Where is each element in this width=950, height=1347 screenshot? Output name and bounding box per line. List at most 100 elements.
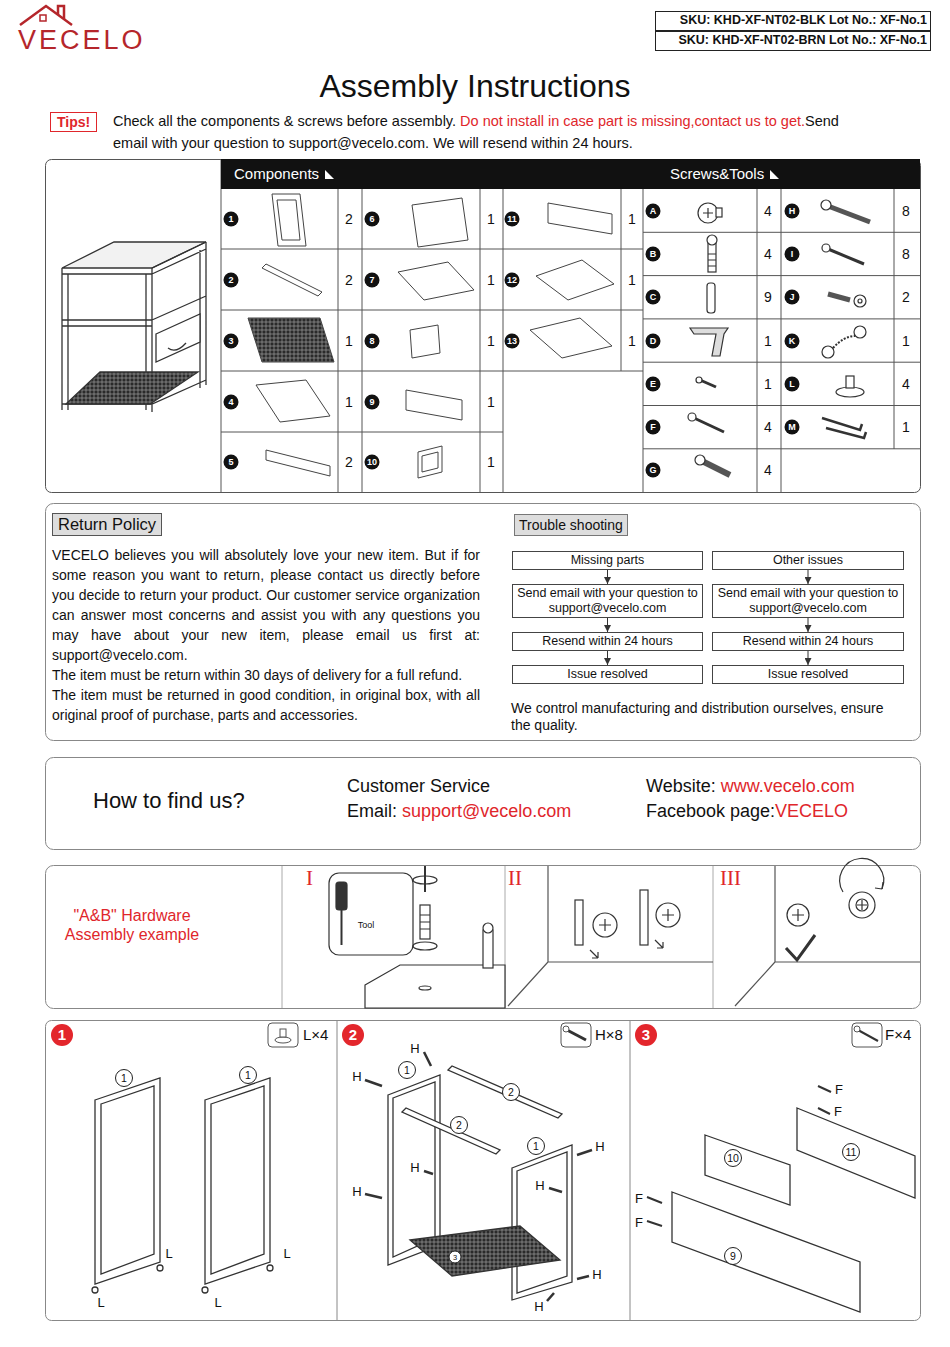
part-number: 9 [365,395,380,410]
callout-number: 1 [239,1066,257,1084]
step-icons [268,1023,298,1047]
hardware-drawings [694,418,724,432]
hardware-drawings [858,299,862,303]
part-drawings [266,450,330,476]
flow-arrow [808,651,809,665]
step-icons [567,1030,586,1040]
part-quantity: 2 [345,272,353,289]
hardware-letter: H [591,1268,602,1282]
band-marker [770,170,779,179]
part-quantity: 1 [487,394,495,411]
text-block: VECELO believes you will absolutely love… [52,545,480,725]
part-number: 12 [505,273,520,288]
panel-frame [337,1021,630,1320]
part-number: A [646,203,661,218]
hardware-letter: F [833,1105,843,1119]
flow-box: Send email with your question to support… [512,584,703,618]
hardware-letter: L [164,1247,173,1261]
part-quantity: 2 [902,289,910,306]
policy-text: The item must be return within 30 days o… [52,665,480,685]
part-quantity: 8 [902,246,910,263]
contact-text: Website: [646,776,716,796]
part-quantity: 4 [764,462,772,479]
hardware-example-drawing [575,900,583,945]
section-caption: "A&B" Hardware Assembly example [47,906,217,944]
node-text: Send email with your question to support… [516,586,699,616]
section-heading: Return Policy [52,513,162,536]
text-block: Check all the components & screws before… [113,110,848,154]
part-number: G [646,463,661,478]
hardware-example-drawing [590,950,598,958]
step-drawings [577,1150,592,1155]
part-number: J [785,290,800,305]
hardware-drawings [854,295,866,307]
step-icons [858,1030,878,1041]
hardware-example-drawing [336,882,347,910]
node-text: Resend within 24 hours [716,634,900,649]
hardware-drawings [822,346,834,358]
policy-text: VECELO believes you will absolutely love… [52,545,480,665]
nightstand-illustration [62,242,206,412]
brand-logo: VECELO [18,24,146,56]
part-number: 7 [365,273,380,288]
hardware-example-drawing [786,935,815,960]
step-drawings [549,1188,562,1192]
hardware-example-drawing [483,923,493,933]
part-number: I [785,246,800,261]
part-quantity: 1 [628,211,636,228]
flow-box: Send email with your question to support… [712,584,904,618]
hardware-example-drawing [787,904,809,926]
step-drawings [205,1078,270,1284]
hardware-drawings [696,377,702,383]
note-text: We control manufacturing and distributio… [511,700,906,734]
hardware-letter: H [409,1161,420,1175]
node-text: Tips! [57,114,90,130]
step-drawings [577,1276,589,1279]
flow-arrow [607,618,608,632]
step-drawings [797,1108,915,1198]
tool-label: Tool [358,920,375,931]
hardware-letter: H [351,1185,362,1199]
logo-roof [40,15,46,21]
hardware-example-drawing [857,900,867,910]
step-drawings [95,1078,160,1284]
part-drawings [412,198,468,247]
step-drawings [393,1082,435,1257]
hardware-letter: F [634,1216,644,1230]
part-number: C [646,290,661,305]
nightstand-illustration [168,343,186,350]
hardware-example-drawing [593,913,617,937]
step-drawings [424,1052,431,1066]
step-icons [852,1023,882,1047]
hardware-letter: F [834,1083,844,1097]
part-quantity: 1 [628,272,636,289]
hardware-drawings [707,235,717,245]
hardware-letter: L [282,1247,291,1261]
part-quantity: 4 [764,202,772,219]
step-drawings [647,1086,831,1226]
node-text: Resend within 24 hours [516,634,699,649]
tip-badge: Tips! [50,112,97,132]
step-drawings [448,1066,562,1118]
panel-frame [46,504,921,1321]
step-number: 2 [342,1024,364,1046]
band-marker [325,170,335,180]
part-number: 8 [365,334,380,349]
section-heading: Trouble shooting [514,514,628,536]
step-number: 3 [635,1024,657,1046]
step-numeral: II [508,866,522,891]
hardware-drawings [716,208,722,217]
band-marker [770,170,780,180]
hardware-example-drawing [420,905,430,939]
hardware-drawings [828,249,864,264]
logo-roof [58,6,64,19]
contact-link: support@vecelo.com [402,801,571,821]
callout-number: 10 [724,1149,742,1167]
hardware-example-drawing [849,892,875,918]
hardware-drawings [854,326,866,338]
hardware-example-drawing [840,858,884,892]
part-drawings [422,452,438,472]
hardware-letter: H [351,1070,362,1084]
panel-frame [46,1021,921,1321]
flow-arrow [607,570,608,584]
